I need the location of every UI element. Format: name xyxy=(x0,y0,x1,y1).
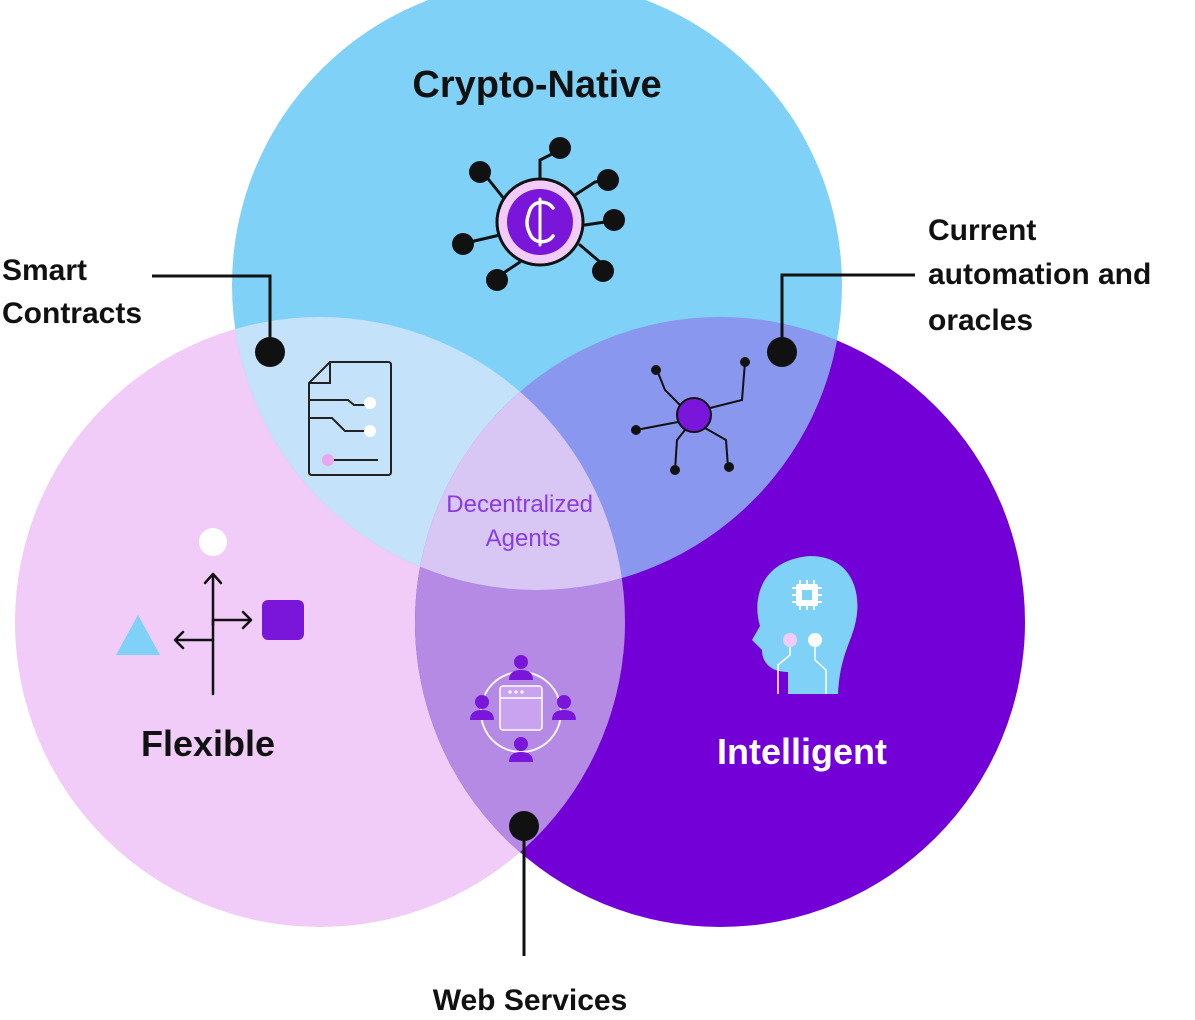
web-services-label: Web Services xyxy=(433,984,628,1017)
intelligent-title: Intelligent xyxy=(717,731,887,772)
overlap-center xyxy=(415,317,625,590)
flexible-title: Flexible xyxy=(141,723,275,764)
automation-line-3: oracles xyxy=(928,304,1033,337)
automation-line-1: Current xyxy=(928,214,1036,247)
web-services-people-icon xyxy=(470,655,576,762)
overlap-automation xyxy=(415,317,842,590)
smart-contracts-pointer xyxy=(152,274,285,367)
automation-oracles-label: Current automation and oracles xyxy=(928,214,1160,337)
smart-contracts-label: Smart Contracts xyxy=(2,254,142,330)
overlap-smart-contracts xyxy=(232,317,625,590)
center-label-line-1: Decentralized xyxy=(446,491,593,518)
automation-line-2: automation and xyxy=(928,258,1151,291)
flexible-arrows-shapes-icon xyxy=(116,528,304,696)
web-services-pointer xyxy=(509,811,539,956)
smart-contracts-line-1: Smart xyxy=(2,254,87,287)
crypto-native-title: Crypto-Native xyxy=(412,64,661,106)
oracle-network-icon xyxy=(631,357,750,475)
crypto-coin-network-icon xyxy=(452,137,625,291)
automation-pointer xyxy=(767,273,915,367)
smart-contract-document-icon xyxy=(308,361,392,476)
ai-head-chip-icon xyxy=(752,556,858,694)
center-label-line-2: Agents xyxy=(486,525,561,552)
decentralized-agents-label: Decentralized Agents xyxy=(446,491,599,552)
smart-contracts-line-2: Contracts xyxy=(2,297,142,330)
